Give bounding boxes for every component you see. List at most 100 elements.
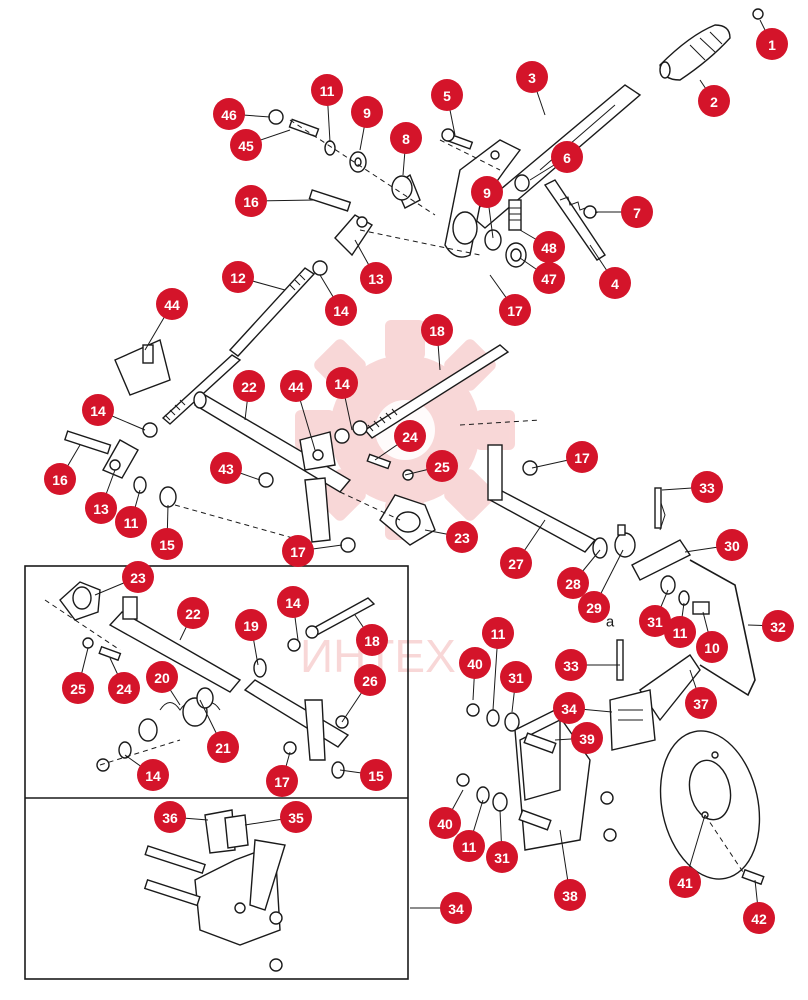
callout-badge [762,610,794,642]
callout-badge [696,631,728,663]
callout-24: 24 [374,420,426,461]
callout-badge [669,866,701,898]
callout-number: 14 [145,768,161,784]
callout-badge [235,609,267,641]
callout-number: 13 [93,501,109,517]
callout-36: 36 [154,801,209,833]
callout-badge [553,692,585,724]
callout-badge [360,262,392,294]
callout-number: 24 [402,429,418,445]
callout-10: 10 [696,611,728,663]
reference-letter-a: a [606,614,615,631]
callout-number: 6 [563,150,571,166]
callout-badge [440,892,472,924]
callout-number: 5 [443,88,451,104]
callout-badge [482,617,514,649]
callout-37: 37 [685,669,717,719]
callout-number: 7 [633,205,641,221]
callout-40: 40 [429,789,464,839]
callout-number: 12 [230,270,246,286]
callout-28: 28 [557,549,601,599]
callout-badge [599,267,631,299]
callout-number: 46 [221,107,237,123]
callout-6: 6 [529,141,583,181]
callout-35: 35 [244,801,312,833]
callout-1: 1 [756,19,788,60]
callout-badge [446,521,478,553]
callout-number: 25 [70,681,86,697]
callout-number: 11 [124,515,139,531]
callout-badge [390,122,422,154]
callout-number: 17 [507,303,523,319]
callout-number: 14 [285,595,301,611]
callout-badge [280,370,312,402]
callout-34: 34 [410,892,472,924]
callout-number: 17 [274,774,290,790]
link-rod-assembly [64,189,481,541]
callout-badge [459,647,491,679]
callout-40: 40 [459,647,491,701]
callout-number: 42 [751,911,767,927]
callout-30: 30 [684,529,748,561]
callout-18: 18 [354,614,388,656]
callout-number: 48 [541,240,557,256]
callout-38: 38 [554,829,586,911]
callout-badge [499,294,531,326]
callout-12: 12 [222,261,286,293]
callout-number: 31 [647,614,663,630]
callout-22: 22 [177,597,209,641]
callout-15: 15 [151,504,183,560]
callout-number: 4 [611,276,619,292]
callout-number: 14 [90,403,106,419]
callout-number: 34 [448,901,464,917]
callout-23: 23 [94,561,154,596]
callout-badge [429,807,461,839]
callout-number: 37 [693,696,709,712]
callout-number: 38 [562,888,578,904]
callout-number: 11 [673,625,688,641]
callout-31: 31 [486,809,518,873]
callout-number: 13 [368,271,384,287]
callout-badge [743,902,775,934]
callout-number: 1 [768,37,776,53]
callout-number: 26 [362,673,378,689]
callout-number: 11 [462,839,477,855]
callout-badge [471,176,503,208]
shaft-27 [459,419,636,559]
callout-badge [44,463,76,495]
callout-48: 48 [519,229,565,263]
callout-badge [266,765,298,797]
brake-mechanism [456,654,765,886]
callout-badge [280,801,312,833]
bracket-30-assembly [616,487,756,697]
callout-badge [351,96,383,128]
callout-number: 47 [541,271,557,287]
callout-number: 39 [579,731,595,747]
callout-badge [486,841,518,873]
callout-number: 40 [467,656,483,672]
callout-badge [557,567,589,599]
callout-14: 14 [82,394,146,431]
callout-47: 47 [519,257,565,294]
callout-20: 20 [146,661,181,706]
callout-11: 11 [664,602,696,648]
callout-14: 14 [124,754,169,791]
callout-number: 23 [454,530,470,546]
callout-11: 11 [311,74,343,143]
callout-badge [394,420,426,452]
callout-24: 24 [108,657,140,704]
callout-39: 39 [554,722,603,754]
callout-32: 32 [747,610,794,642]
callout-badge [230,129,262,161]
callout-number: 36 [162,810,178,826]
callout-13: 13 [354,239,392,294]
callout-badge [122,561,154,593]
callout-number: 8 [402,131,410,147]
callout-number: 19 [243,618,259,634]
callout-11: 11 [453,799,485,862]
callout-badge [360,759,392,791]
callout-16: 16 [235,185,316,217]
callout-badge [571,722,603,754]
